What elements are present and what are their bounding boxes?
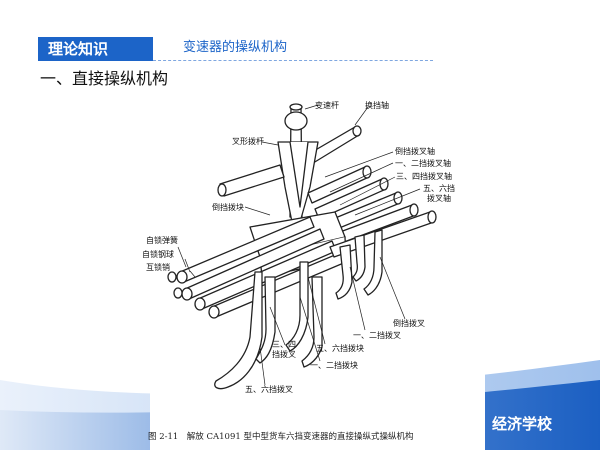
mechanism-figure: 变速杆 换挡轴 叉形拨杆 倒挡拨叉轴 一、二挡拨叉轴 三、四挡拨叉轴 五、六挡 …	[142, 97, 485, 450]
label-gear34-fork-shaft: 三、四挡拨叉轴	[396, 172, 452, 181]
label-reverse-fork-shaft: 倒挡拨叉轴	[395, 147, 435, 156]
label-reverse-block: 倒挡拨块	[212, 203, 244, 212]
label-gear34-fork-line1: 三、四	[272, 340, 296, 349]
label-shift-shaft: 换挡轴	[365, 101, 389, 110]
label-gear34-fork-line2: 挡拨叉	[272, 350, 296, 359]
label-interlock-pin: 互锁销	[146, 263, 170, 272]
label-reverse-fork: 倒挡拨叉	[393, 319, 425, 328]
label-lock-ball: 自锁钢球	[142, 250, 174, 259]
label-gear56-block: 五、六挡拨块	[316, 344, 364, 353]
page-title: 变速器的操纵机构	[183, 40, 288, 55]
label-gear56-fork-shaft-line1: 五、六挡	[423, 184, 455, 193]
school-name: 经济学校	[492, 415, 553, 433]
label-gear12-block: 一、二挡拨块	[310, 361, 358, 370]
header-tag: 理论知识	[38, 37, 153, 61]
label-lock-spring: 自锁弹簧	[146, 236, 178, 245]
shift-mechanism-drawing	[167, 103, 437, 390]
label-gear12-fork-shaft: 一、二挡拨叉轴	[395, 159, 451, 168]
label-gear56-fork: 五、六挡拨叉	[245, 385, 293, 394]
label-gear56-fork-shaft-line2: 拨叉轴	[427, 194, 451, 203]
label-gear12-fork: 一、二挡拨叉	[353, 331, 401, 340]
header-divider	[153, 60, 433, 61]
figure-caption: 图 2-11 解放 CA1091 型中型货车六挡变速器的直接操纵式操纵机构	[148, 432, 414, 442]
label-fork-lever: 叉形拨杆	[232, 137, 264, 146]
label-shift-lever: 变速杆	[315, 101, 339, 110]
section-title: 一、直接操纵机构	[40, 69, 169, 88]
